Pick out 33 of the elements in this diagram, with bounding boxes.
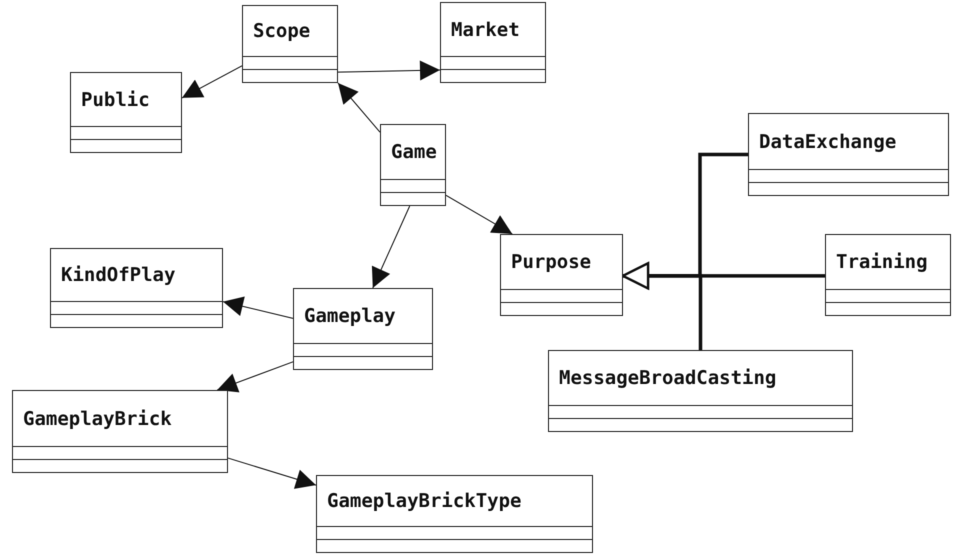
association-arrow xyxy=(372,206,410,288)
association-arrow xyxy=(182,65,242,98)
class-box xyxy=(12,390,228,473)
class-box xyxy=(293,288,433,370)
association-arrow xyxy=(338,60,440,80)
class-box xyxy=(548,350,853,432)
class-name: Scope xyxy=(253,20,310,42)
association-arrow xyxy=(446,194,513,234)
class-name: DataExchange xyxy=(759,130,896,152)
class-name: Public xyxy=(81,88,150,110)
class-name: GameplayBrickType xyxy=(327,490,522,512)
association-arrow xyxy=(222,296,294,319)
class-name: Training xyxy=(836,251,928,273)
class-box xyxy=(380,124,446,206)
association-arrow xyxy=(338,82,380,133)
class-box xyxy=(440,2,546,83)
class-name: KindOfPlay xyxy=(61,264,176,286)
class-box xyxy=(500,234,623,316)
class-name: Purpose xyxy=(511,251,592,273)
class-box xyxy=(50,248,223,328)
class-box xyxy=(748,113,949,196)
class-name: Game xyxy=(391,141,437,163)
class-name: Gameplay xyxy=(304,305,396,327)
class-name: GameplayBrick xyxy=(23,408,172,430)
generalization-arrow xyxy=(622,262,702,350)
association-arrow xyxy=(228,458,316,489)
association-arrow xyxy=(216,361,294,392)
class-box xyxy=(825,234,951,316)
class-name: MessageBroadCasting xyxy=(559,367,776,389)
class-box xyxy=(316,475,593,553)
class-box xyxy=(70,72,182,153)
class-name: Market xyxy=(451,18,520,40)
class-box xyxy=(242,5,338,83)
